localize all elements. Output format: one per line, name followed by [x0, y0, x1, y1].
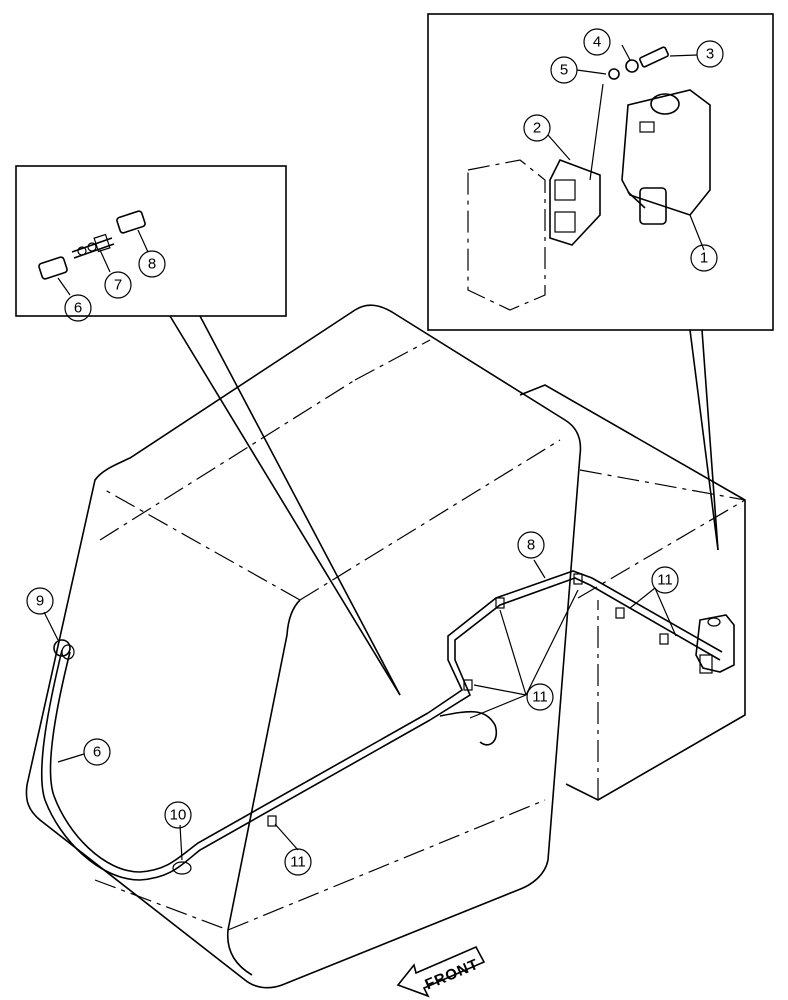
- bracket-icon: [549, 158, 601, 246]
- front-label: FRONT: [423, 956, 482, 994]
- callout-9: 9: [26, 587, 54, 615]
- callout-5: 5: [550, 56, 578, 84]
- callout-10: 10: [164, 801, 192, 829]
- callout-11-center: 11: [526, 683, 554, 711]
- hose-piece-icon: [38, 210, 146, 280]
- callout-6-main: 6: [83, 738, 111, 766]
- callout-8-main: 8: [517, 531, 545, 559]
- callout-3-label: 3: [706, 46, 714, 63]
- callout-1: 1: [690, 244, 718, 272]
- inset-reservoir-mount: [427, 13, 774, 551]
- washer-reservoir-small: [695, 614, 735, 674]
- callout-11-bottom: 11: [284, 848, 312, 876]
- callout-11-center-label: 11: [532, 689, 548, 706]
- front-arrow: FRONT: [396, 945, 486, 998]
- callout-7: 7: [104, 271, 132, 299]
- rear-compartment-outline: [519, 384, 746, 801]
- callout-4-label: 4: [593, 34, 601, 51]
- callout-8-main-label: 8: [527, 537, 535, 554]
- washer-nozzle: [53, 639, 75, 660]
- callout-8-inset: 8: [138, 250, 166, 278]
- callout-11-right-label: 11: [657, 572, 673, 589]
- callout-10-label: 10: [170, 807, 187, 824]
- callout-1-label: 1: [700, 250, 708, 267]
- callout-7-label: 7: [114, 277, 122, 294]
- bolt-icon: [608, 46, 669, 80]
- washer-hose: [40, 570, 723, 881]
- callout-3: 3: [696, 40, 724, 68]
- callout-4: 4: [583, 28, 611, 56]
- callout-6-inset: 6: [64, 294, 92, 322]
- leader-lines: [43, 559, 677, 861]
- inset-hose-fittings: [15, 165, 401, 696]
- reservoir-icon: [621, 89, 711, 225]
- callout-9-label: 9: [36, 593, 44, 610]
- callout-6-inset-label: 6: [74, 300, 82, 317]
- callout-6-main-label: 6: [93, 744, 101, 761]
- callout-5-label: 5: [560, 62, 568, 79]
- callout-2-label: 2: [533, 120, 541, 137]
- cab-outline: [25, 304, 582, 989]
- callout-11-bottom-label: 11: [290, 854, 306, 871]
- callout-2: 2: [523, 114, 551, 142]
- callout-11-right: 11: [651, 566, 679, 594]
- callout-8-inset-label: 8: [148, 256, 156, 273]
